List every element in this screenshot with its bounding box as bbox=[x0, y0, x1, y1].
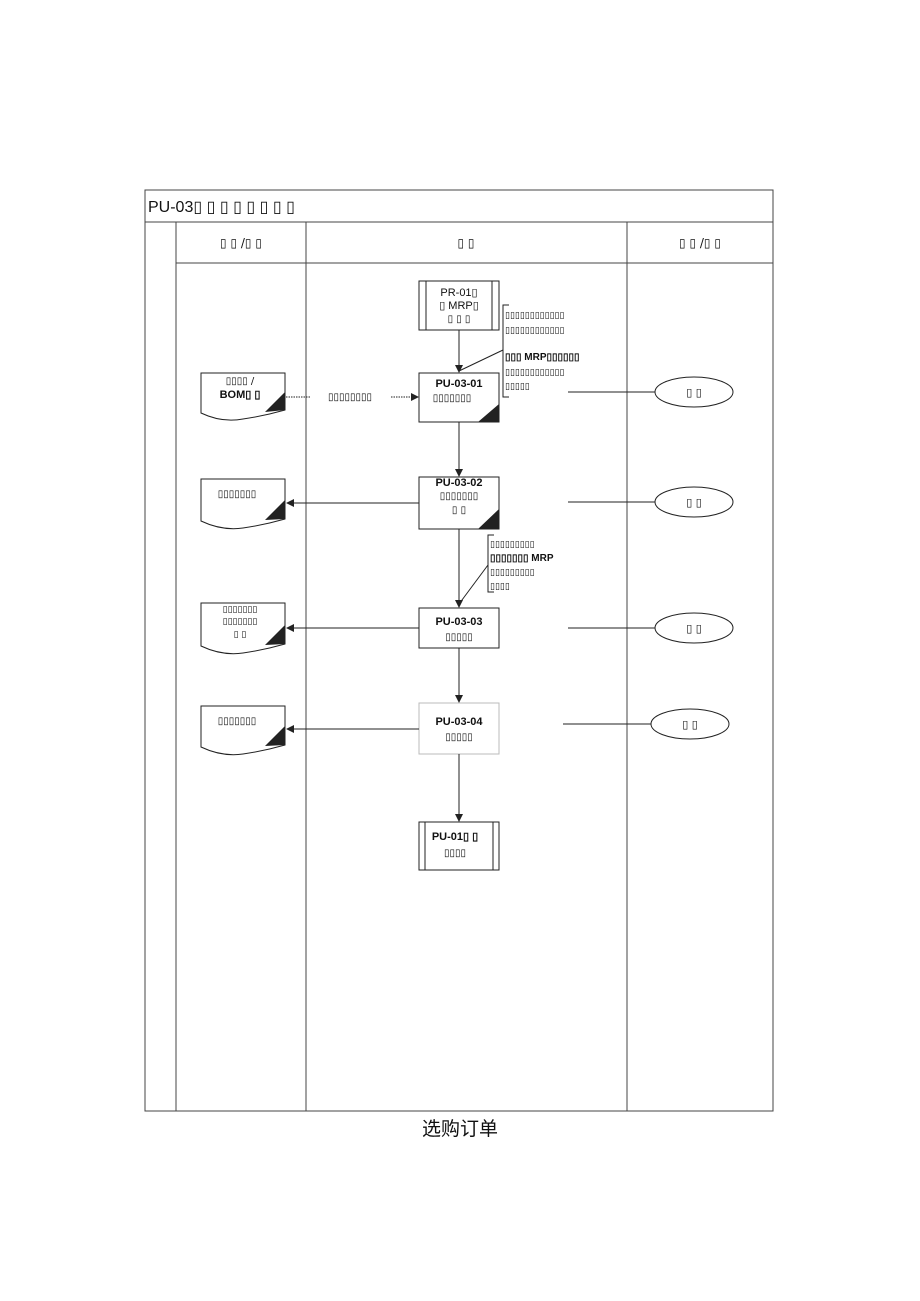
annotation-mrp-2: ▯▯▯▯▯▯▯▯▯ ▯▯▯▯▯▯▯ MRP ▯▯▯▯▯▯▯▯▯ ▯▯▯▯ bbox=[458, 534, 554, 605]
annotation-line: ▯▯▯▯▯▯▯▯▯▯▯▯ bbox=[505, 368, 564, 378]
document-label: ▯ ▯ bbox=[234, 630, 247, 640]
annotation-line: ▯▯▯▯▯▯▯▯▯▯▯▯ bbox=[505, 311, 564, 321]
role-ellipse-2: ▯ ▯ bbox=[654, 486, 734, 518]
process-label: PU-01▯ ▯ bbox=[432, 831, 478, 843]
document-label: ▯▯▯▯▯▯▯ bbox=[218, 489, 257, 500]
edge-label-background bbox=[310, 389, 390, 403]
document-2: ▯▯▯▯▯▯▯ bbox=[200, 478, 286, 530]
role-ellipse-4: ▯ ▯ bbox=[650, 708, 730, 740]
process-pu-01: PU-01▯ ▯ ▯▯▯▯ bbox=[418, 821, 500, 871]
annotation-line: ▯▯▯▯▯▯▯ MRP bbox=[490, 553, 554, 564]
document-3: ▯▯▯▯▯▯▯ ▯▯▯▯▯▯▯ ▯ ▯ bbox=[200, 602, 286, 655]
process-label: ▯ MRP▯ bbox=[439, 300, 479, 312]
role-label: ▯ ▯ bbox=[686, 496, 702, 509]
process-label: PR-01▯ bbox=[440, 287, 477, 299]
document-label: ▯▯▯▯▯▯▯ bbox=[223, 605, 258, 615]
chart-title: PU-03▯ ▯ ▯ ▯ ▯ ▯ ▯ ▯ bbox=[148, 199, 295, 216]
process-label: ▯▯▯▯▯ bbox=[445, 632, 473, 643]
lane-header-middle: ▯ ▯ bbox=[457, 236, 474, 250]
role-label: ▯ ▯ bbox=[686, 386, 702, 399]
annotation-line: ▯▯▯▯▯▯▯▯▯ bbox=[490, 540, 535, 550]
process-label: PU-03-04 bbox=[435, 716, 483, 728]
lane-header-right: ▯ ▯ /▯ ▯ bbox=[679, 236, 721, 250]
document-label: BOM▯ ▯ bbox=[220, 389, 261, 401]
role-label: ▯ ▯ bbox=[682, 718, 698, 731]
annotation-line: ▯▯▯▯ bbox=[490, 582, 510, 592]
document-label: ▯▯▯▯▯▯▯ bbox=[218, 716, 257, 727]
document-bom: ▯▯▯▯ / BOM▯ ▯ bbox=[200, 372, 286, 421]
document-4: ▯▯▯▯▯▯▯ bbox=[200, 705, 286, 756]
edge-label: ▯▯▯▯▯▯▯▯ bbox=[328, 392, 372, 403]
annotation-line: ▯▯▯▯▯▯▯▯▯ bbox=[490, 568, 535, 578]
process-label: ▯ ▯ ▯ bbox=[448, 314, 471, 325]
document-label: ▯▯▯▯ / bbox=[226, 376, 255, 387]
process-label: PU-03-02 bbox=[435, 477, 482, 489]
process-label: ▯▯▯▯ bbox=[444, 848, 466, 859]
process-pu-03-03: PU-03-03 ▯▯▯▯▯ bbox=[418, 607, 500, 649]
annotation-line: ▯▯▯▯▯▯▯▯▯▯▯▯ bbox=[505, 326, 564, 336]
role-label: ▯ ▯ bbox=[686, 622, 702, 635]
process-label: ▯▯▯▯▯▯▯ bbox=[433, 393, 472, 404]
process-label: ▯▯▯▯▯▯▯ bbox=[440, 491, 479, 502]
process-label: PU-03-03 bbox=[435, 616, 482, 628]
process-label: PU-03-01 bbox=[435, 378, 482, 390]
process-pu-03-02: PU-03-02 ▯▯▯▯▯▯▯ ▯ ▯ bbox=[418, 476, 500, 530]
process-pr-01: PR-01▯ ▯ MRP▯ ▯ ▯ ▯ bbox=[418, 280, 500, 331]
process-label: ▯ ▯ bbox=[452, 505, 466, 516]
role-lines bbox=[563, 391, 655, 725]
annotation-mrp-1: ▯▯▯▯▯▯▯▯▯▯▯▯ ▯▯▯▯▯▯▯▯▯▯▯▯ ▯▯▯ MRP▯▯▯▯▯▯ … bbox=[458, 304, 580, 398]
process-pu-03-01: PU-03-01 ▯▯▯▯▯▯▯ bbox=[418, 372, 500, 423]
annotation-line: ▯▯▯ MRP▯▯▯▯▯▯ bbox=[505, 352, 580, 363]
process-pu-03-04: PU-03-04 ▯▯▯▯▯ bbox=[418, 702, 500, 755]
figure-caption: 选购订单 bbox=[421, 1118, 498, 1140]
role-ellipse-3: ▯ ▯ bbox=[654, 612, 734, 644]
frame bbox=[144, 189, 774, 1112]
annotation-line: ▯▯▯▯▯ bbox=[505, 382, 530, 392]
process-label: ▯▯▯▯▯ bbox=[445, 732, 473, 743]
lane-header-left: ▯ ▯ /▯ ▯ bbox=[220, 236, 262, 250]
document-label: ▯▯▯▯▯▯▯ bbox=[223, 617, 258, 627]
role-ellipse-1: ▯ ▯ bbox=[654, 376, 734, 408]
